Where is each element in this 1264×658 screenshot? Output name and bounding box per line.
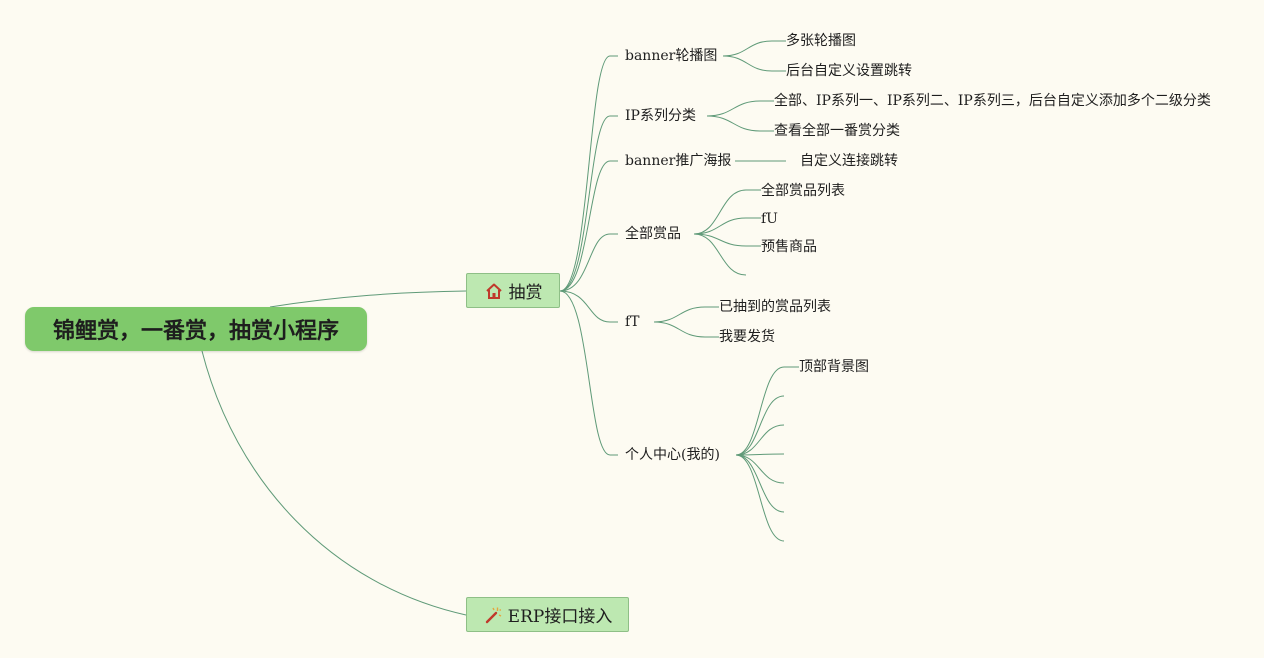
connector-branch-topic [559,160,618,292]
connector-topic-leaf [653,306,706,323]
leaf-custom-jump-setting[interactable]: 后台自定义设置跳转 [786,63,912,79]
leaf-fu[interactable]: fU [761,211,778,227]
leaf-multi-carousel[interactable]: 多张轮播图 [786,33,856,49]
leaf-ip-series-list[interactable]: 全部、IP系列一、IP系列二、IP系列三，后台自定义添加多个二级分类 [774,93,1211,109]
leaf-custom-link-jump[interactable]: 自定义连接跳转 [800,153,898,169]
connector-topic-leaf [693,233,747,276]
leaf-all-prize-list[interactable]: 全部赏品列表 [761,183,845,199]
connector-branch-topic [559,233,618,292]
connector-root-erp [201,350,467,616]
connector-topic-leaf [722,40,773,57]
home-icon [484,281,504,301]
connector-lines [201,40,799,616]
connector-topic-leaf [706,115,761,132]
topic-all-prizes[interactable]: 全部赏品 [625,226,681,242]
leaf-presale-goods[interactable]: 预售商品 [761,239,817,255]
connector-topic-leaf [735,454,785,513]
connector-topic-leaf [735,454,785,484]
topic-ft[interactable]: fT [625,314,640,330]
connector-topic-leaf [693,189,747,235]
connector-topic-leaf [735,395,785,456]
connector-topic-leaf [653,321,706,338]
topic-ip-category[interactable]: IP系列分类 [625,108,696,124]
branch-choushang[interactable]: 抽赏 [466,273,560,308]
branch-erp[interactable]: ERP接口接入 [466,597,629,632]
leaf-view-all-categories[interactable]: 查看全部一番赏分类 [774,123,900,139]
leaf-top-background[interactable]: 顶部背景图 [799,359,869,375]
topic-personal-center[interactable]: 个人中心(我的) [625,447,720,463]
connector-branch-topic [559,290,618,323]
topic-banner-carousel[interactable]: banner轮播图 [625,48,718,64]
root-topic[interactable]: 锦鲤赏，一番赏，抽赏小程序 [25,307,367,351]
connector-topic-leaf [706,100,761,117]
connector-branch-topic [559,290,618,456]
leaf-drawn-prize-list[interactable]: 已抽到的赏品列表 [719,299,831,315]
topic-banner-poster[interactable]: banner推广海报 [625,153,732,169]
branch-label: 抽赏 [508,283,543,303]
connector-topic-leaf [693,217,747,235]
connector-branch-topic [559,115,618,292]
magic-wand-icon [483,605,503,625]
connector-topic-leaf [735,366,785,456]
connector-topic-leaf [735,424,785,456]
branch-label: ERP接口接入 [507,607,613,627]
connector-topic-leaf [735,453,785,456]
leaf-ship-request[interactable]: 我要发货 [719,329,775,345]
connector-topic-leaf [722,55,773,72]
connector-topic-leaf [735,454,785,542]
connector-root-choushang [269,290,467,308]
connector-branch-topic [559,55,618,292]
